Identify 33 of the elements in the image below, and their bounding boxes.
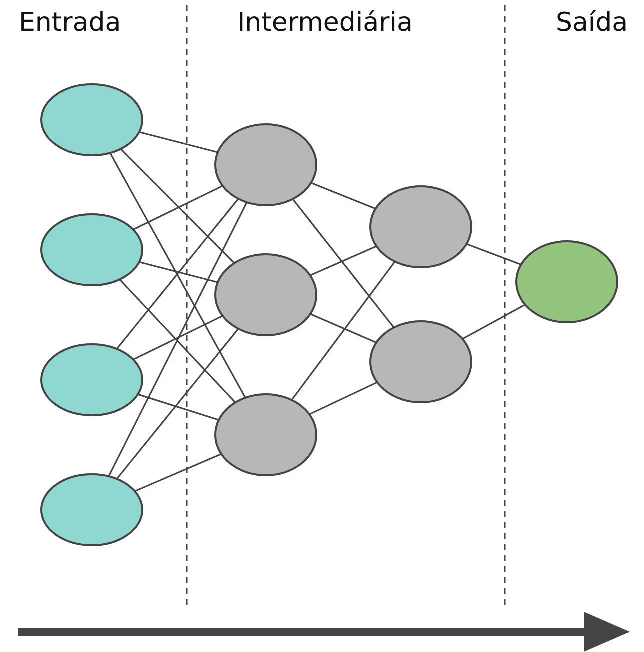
connection-line — [135, 454, 222, 492]
neuron-circle — [369, 185, 473, 269]
layer-heading: Saída — [556, 8, 628, 40]
connection-line — [310, 246, 377, 276]
connection-line — [292, 199, 394, 328]
neuron-circle — [40, 473, 144, 547]
connection-line — [140, 132, 218, 154]
layer-heading: Entrada — [19, 8, 122, 40]
neuron-circle — [40, 213, 144, 287]
layer-heading: Intermediária — [238, 8, 413, 40]
connection-line — [292, 262, 396, 400]
neuron-circle — [515, 240, 619, 324]
connection-line — [108, 202, 248, 476]
connection-line — [311, 182, 376, 210]
connection-line — [116, 198, 239, 350]
neuron-circle — [369, 320, 473, 404]
connection-line — [310, 314, 376, 344]
connection-line — [310, 382, 378, 416]
connection-line — [138, 394, 219, 421]
connection-line — [462, 304, 526, 340]
connection-line — [134, 316, 223, 360]
connection-line — [116, 328, 239, 480]
connection-line — [466, 244, 522, 266]
connection-line — [140, 262, 218, 284]
neuron-circle — [40, 343, 144, 417]
neuron-circle — [214, 393, 318, 477]
neuron-circle — [214, 123, 318, 207]
neuron-circle — [214, 253, 318, 337]
connection-line — [134, 186, 223, 230]
connection-line — [110, 153, 246, 398]
connection-line — [120, 148, 235, 264]
connection-line — [120, 279, 236, 403]
neuron-circle — [40, 83, 144, 157]
